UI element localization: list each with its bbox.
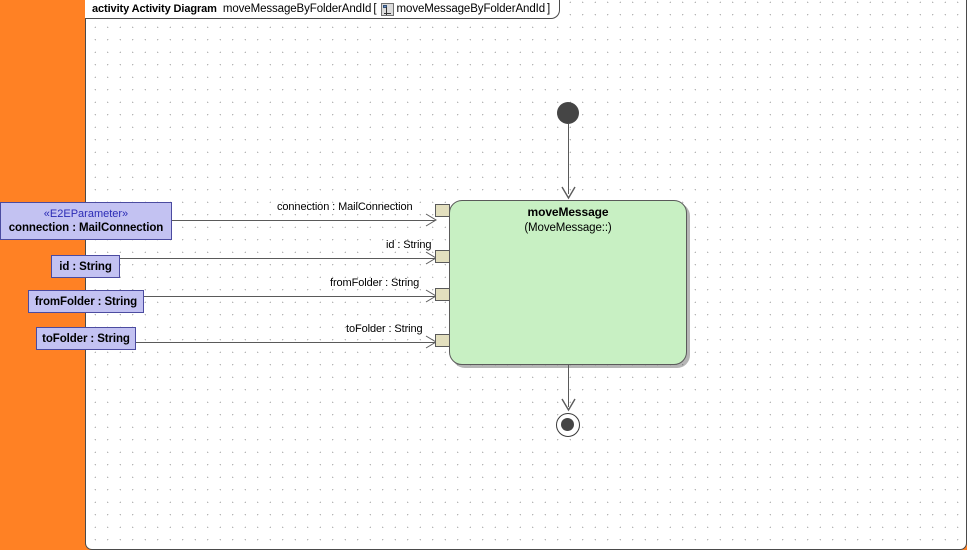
- activity-node-subtitle: (MoveMessage::): [524, 222, 612, 234]
- edge-label-fromfolder: fromFolder : String: [330, 277, 420, 289]
- parameter-label-fromfolder: fromFolder : String: [34, 295, 138, 308]
- initial-node[interactable]: [557, 102, 579, 124]
- activity-final-node-inner: [560, 417, 574, 431]
- activity-diagram-icon: [380, 2, 394, 16]
- frame-name: moveMessageByFolderAndId: [222, 3, 372, 15]
- input-pin-fromfolder[interactable]: [435, 288, 450, 301]
- control-flow-initial-to-activity: [568, 124, 569, 194]
- input-pin-id[interactable]: [435, 250, 450, 263]
- parameter-box-id[interactable]: id : String: [51, 255, 120, 278]
- input-pin-connection[interactable]: [435, 204, 450, 217]
- control-flow-final-arrowhead: [561, 398, 576, 412]
- edge-id: [120, 258, 435, 259]
- parameter-box-connection[interactable]: «E2EParameter» connection : MailConnecti…: [0, 202, 172, 240]
- edge-tofolder: [136, 342, 435, 343]
- frame-keyword: activity Activity Diagram: [92, 3, 217, 15]
- edge-connection-arrowhead: [425, 213, 437, 227]
- activity-final-node[interactable]: [556, 413, 580, 437]
- input-pin-tofolder[interactable]: [435, 334, 450, 347]
- parameter-stereotype-connection: «E2EParameter»: [43, 208, 129, 220]
- edge-connection: [172, 220, 435, 221]
- edge-fromfolder: [144, 296, 435, 297]
- activity-node-title: moveMessage: [527, 205, 609, 219]
- edge-label-connection: connection : MailConnection: [277, 201, 413, 213]
- frame-inner-name: moveMessageByFolderAndId: [396, 3, 546, 15]
- control-flow-activity-to-final: [568, 365, 569, 407]
- control-flow-initial-arrowhead: [561, 186, 576, 200]
- parameter-label-connection: connection : MailConnection: [8, 222, 164, 234]
- edge-label-id: id : String: [386, 239, 432, 251]
- frame-bracket-open: [: [373, 3, 377, 15]
- edge-label-tofolder: toFolder : String: [346, 323, 423, 335]
- activity-call-node[interactable]: moveMessage (MoveMessage::): [449, 200, 687, 365]
- parameter-label-id: id : String: [59, 260, 112, 273]
- parameter-label-tofolder: toFolder : String: [42, 332, 130, 345]
- frame-bracket-close: ]: [547, 3, 551, 15]
- parameter-box-fromfolder[interactable]: fromFolder : String: [28, 290, 144, 313]
- frame-header: activity Activity Diagram moveMessageByF…: [85, 0, 561, 19]
- parameter-box-tofolder[interactable]: toFolder : String: [36, 327, 136, 350]
